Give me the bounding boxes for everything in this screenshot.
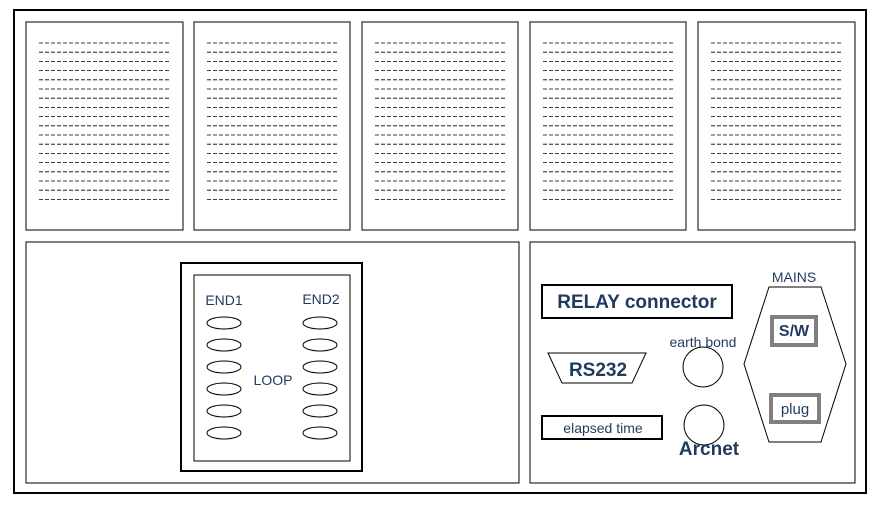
- loop-label: LOOP: [254, 372, 293, 388]
- upper-panels: [25, 21, 856, 231]
- loop-box-outer: [180, 262, 363, 472]
- upper-panel-2: [193, 21, 351, 231]
- end1-terminal: [206, 382, 242, 396]
- relay-connector-label: RELAY connector: [557, 292, 717, 313]
- end1-terminal: [206, 426, 242, 440]
- end2-terminal: [302, 338, 338, 352]
- end2-label: END2: [302, 291, 340, 307]
- elapsed-time-box: [541, 415, 663, 440]
- earth-bond-circle: [682, 346, 724, 388]
- end2-terminal: [302, 360, 338, 374]
- mains-hexagon: [743, 286, 847, 443]
- mains-plug-box: [769, 393, 821, 424]
- rs232-label: RS232: [569, 360, 627, 381]
- arcnet-label: Arcnet: [679, 439, 740, 460]
- arcnet-circle: [683, 404, 725, 446]
- outer-frame: [13, 9, 867, 494]
- loop-panel: [25, 241, 520, 484]
- upper-panel-4: [529, 21, 687, 231]
- end2-terminal: [302, 382, 338, 396]
- earth-bond-label: earth bond: [670, 334, 737, 350]
- loop-box-inner: [193, 274, 351, 462]
- end2-terminal: [302, 316, 338, 330]
- mains-switch-box: [770, 315, 818, 347]
- upper-panel-3: [361, 21, 519, 231]
- end2-terminal-group: [302, 316, 338, 440]
- upper-panel-1: [25, 21, 184, 231]
- elapsed-time-label: elapsed time: [563, 420, 643, 436]
- mains-label: MAINS: [772, 269, 816, 285]
- panel-line-group: [39, 42, 842, 200]
- upper-panel-5: [697, 21, 856, 231]
- end1-terminal: [206, 404, 242, 418]
- end1-label: END1: [205, 292, 243, 308]
- relay-connector-box: [541, 284, 733, 319]
- end1-terminal-group: [206, 316, 242, 440]
- end2-terminal: [302, 404, 338, 418]
- end1-terminal: [206, 360, 242, 374]
- end1-terminal: [206, 316, 242, 330]
- mains-plug-label: plug: [781, 401, 809, 418]
- end2-terminal: [302, 426, 338, 440]
- mains-switch-label: S/W: [779, 323, 810, 340]
- connector-panel: [529, 241, 856, 484]
- end1-terminal: [206, 338, 242, 352]
- rs232-connector-shape: [547, 352, 647, 384]
